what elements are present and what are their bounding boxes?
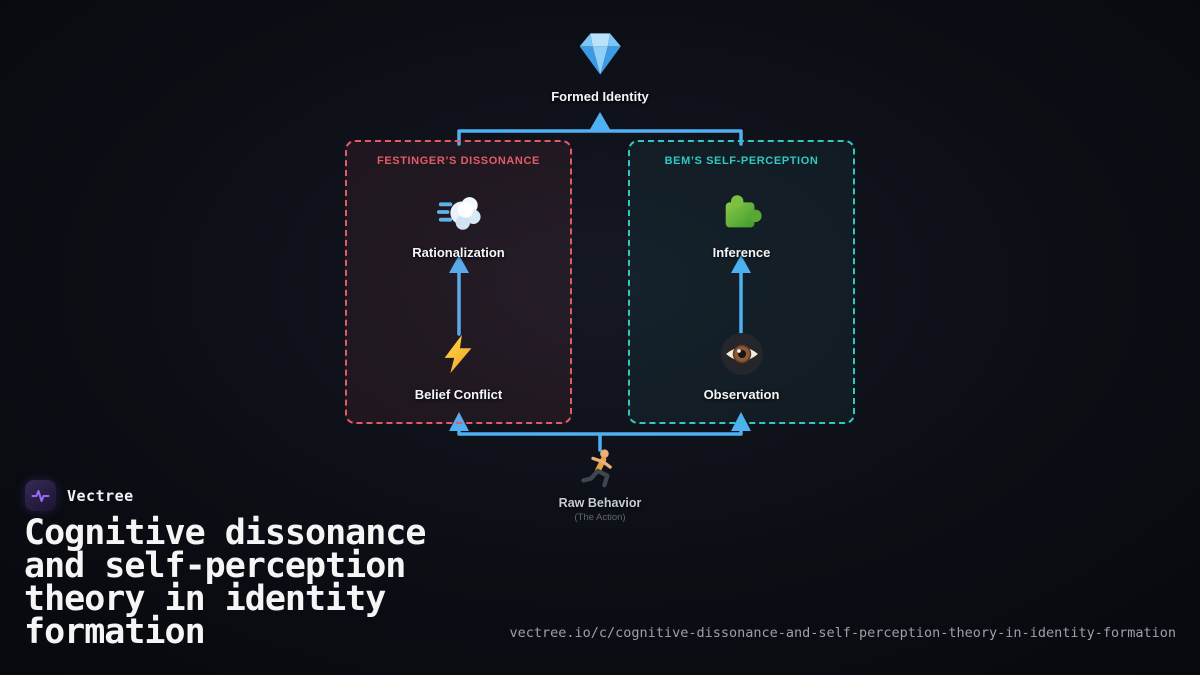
observation-node: Observation xyxy=(630,332,853,402)
title-line-2: and self-perception xyxy=(24,546,406,586)
lightning-icon xyxy=(436,332,482,381)
raw-behavior-sublabel: (The Action) xyxy=(574,512,626,523)
rationalization-label: Rationalization xyxy=(412,245,505,260)
puzzle-icon xyxy=(719,190,765,239)
vectree-logo xyxy=(25,480,56,511)
canonical-url: vectree.io/c/cognitive-dissonance-and-se… xyxy=(509,625,1176,641)
rationalization-node: Rationalization xyxy=(347,190,570,260)
belief-conflict-label: Belief Conflict xyxy=(414,387,503,402)
title-line-3: theory in identity xyxy=(24,579,386,619)
festinger-box-title: FESTINGER’S DISSONANCE xyxy=(377,155,540,167)
gem-icon xyxy=(574,30,626,83)
belief-conflict-node: Belief Conflict xyxy=(347,332,570,402)
top-arrowhead-up xyxy=(589,112,611,131)
title-line-1: Cognitive dissonance xyxy=(24,513,426,553)
festinger-dissonance-box: FESTINGER’S DISSONANCE Rationalization xyxy=(345,140,572,424)
raw-behavior-label: Raw Behavior xyxy=(558,496,642,510)
bem-box-title: BEM’S SELF-PERCEPTION xyxy=(664,155,819,167)
raw-behavior-node: Raw Behavior (The Action) xyxy=(558,447,642,523)
inference-node: Inference xyxy=(630,190,853,260)
page-title: Cognitive dissonance and self-perception… xyxy=(24,513,426,652)
inference-label: Inference xyxy=(712,245,771,260)
eye-icon xyxy=(720,332,764,381)
observation-label: Observation xyxy=(703,387,780,402)
bem-self-perception-box: BEM’S SELF-PERCEPTION Inference xyxy=(628,140,855,424)
pulse-icon xyxy=(31,489,50,502)
runner-icon xyxy=(579,447,621,494)
formed-identity-node: Formed Identity xyxy=(551,30,649,104)
formed-identity-label: Formed Identity xyxy=(551,89,649,104)
brand-name: Vectree xyxy=(67,486,134,505)
exhale-cloud-icon xyxy=(436,190,482,239)
title-line-4: formation xyxy=(24,612,206,652)
brand-lockup: Vectree xyxy=(25,480,134,511)
